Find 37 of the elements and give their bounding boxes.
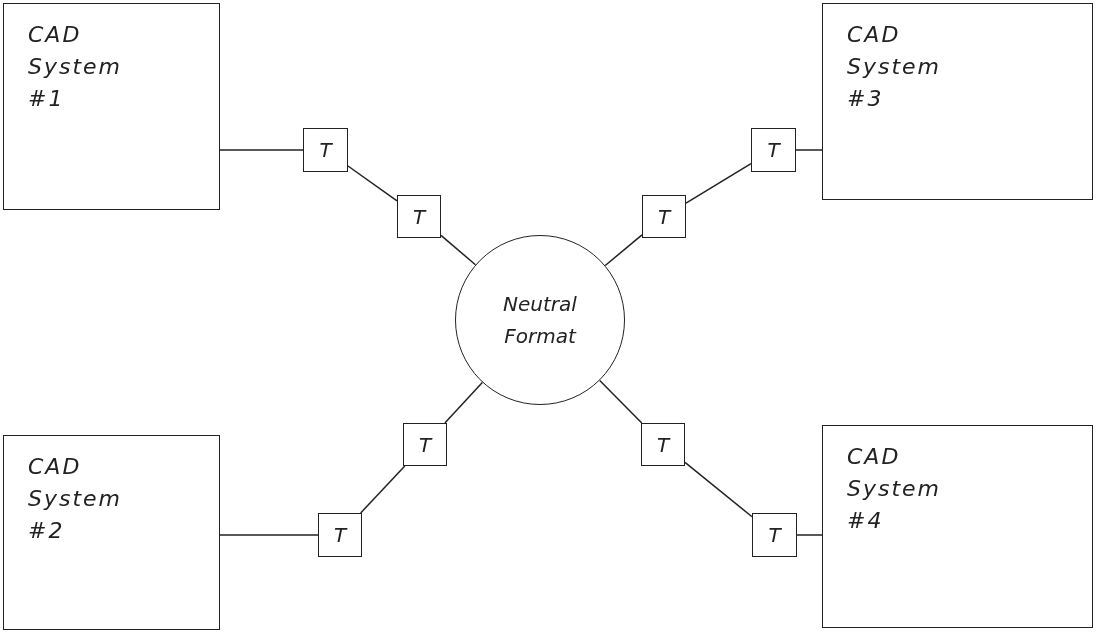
node-label: T — [656, 431, 670, 459]
connector-line — [604, 234, 643, 267]
translator-box — [752, 513, 797, 557]
connector-line — [444, 381, 484, 424]
translator-box — [751, 128, 796, 172]
node-label: CAD System #3 — [847, 21, 942, 113]
connector-line — [795, 149, 823, 151]
node-label: CAD System #4 — [847, 443, 942, 535]
connector-line — [440, 234, 477, 266]
connector-line — [347, 165, 398, 202]
node-label: T — [768, 522, 781, 549]
system-box — [3, 435, 220, 630]
connector-line — [219, 534, 319, 536]
connector-line — [599, 379, 643, 424]
system-box — [822, 3, 1093, 200]
node-label: CAD System #2 — [28, 453, 123, 545]
translator-box — [642, 195, 686, 238]
node-label: CAD System #1 — [28, 21, 123, 113]
system-box — [822, 425, 1093, 628]
translator-box — [303, 128, 348, 172]
connector-line — [685, 162, 752, 204]
node-label: T — [319, 137, 332, 164]
connector-line — [359, 465, 406, 514]
connector-line — [796, 534, 823, 536]
translator-box — [318, 513, 362, 557]
connector-line — [219, 149, 304, 151]
node-label: T — [412, 203, 426, 231]
translator-box — [397, 195, 441, 238]
translator-box — [403, 423, 447, 466]
node-label: T — [418, 431, 432, 459]
system-box — [3, 3, 220, 210]
connector-line — [684, 461, 753, 518]
node-label: T — [333, 522, 347, 549]
node-label: T — [657, 203, 671, 231]
node-label: Neutral Format — [503, 291, 577, 350]
translator-box — [641, 423, 685, 466]
node-label: T — [767, 137, 780, 164]
